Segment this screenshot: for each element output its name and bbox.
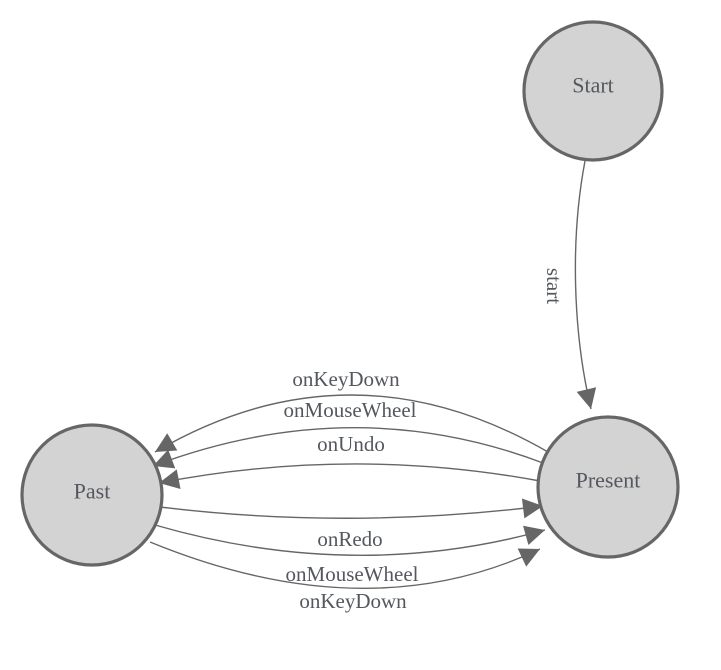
state-circle-start bbox=[522, 20, 664, 162]
state-label-present: Present bbox=[576, 468, 641, 493]
edge-past-to-present-onkeydown bbox=[149, 541, 541, 590]
edge-present-to-past-onmousewheel bbox=[152, 427, 544, 469]
state-node-past: Past bbox=[20, 423, 164, 567]
state-label-past: Past bbox=[74, 479, 111, 504]
edge-label-onmousewheel-bottom: onMouseWheel bbox=[286, 562, 419, 586]
edge-label-start: start bbox=[542, 268, 566, 304]
edge-label-onredo: onRedo bbox=[317, 527, 382, 551]
edge-label-onmousewheel-top: onMouseWheel bbox=[284, 398, 417, 422]
edge-start-to-present bbox=[574, 160, 597, 410]
edge-label-onkeydown-bottom: onKeyDown bbox=[299, 589, 407, 613]
state-node-present: Present bbox=[536, 415, 680, 559]
state-circle-past bbox=[20, 423, 164, 567]
edge-past-to-present-onredo bbox=[159, 498, 544, 519]
state-circle-present bbox=[536, 415, 680, 559]
edge-label-onkeydown-top: onKeyDown bbox=[292, 367, 400, 391]
state-label-start: Start bbox=[572, 73, 614, 98]
state-node-start: Start bbox=[522, 20, 664, 162]
edge-present-to-past-onkeydown bbox=[154, 394, 549, 453]
nodes-layer: Start Present Past bbox=[20, 20, 680, 567]
edge-present-to-past-onundo bbox=[158, 463, 541, 490]
edge-labels-layer: start onKeyDown onMouseWheel onUndo onRe… bbox=[284, 268, 566, 613]
edge-label-onundo: onUndo bbox=[317, 432, 385, 456]
edges-layer bbox=[149, 160, 597, 590]
edge-past-to-present-onmousewheel bbox=[154, 524, 546, 557]
